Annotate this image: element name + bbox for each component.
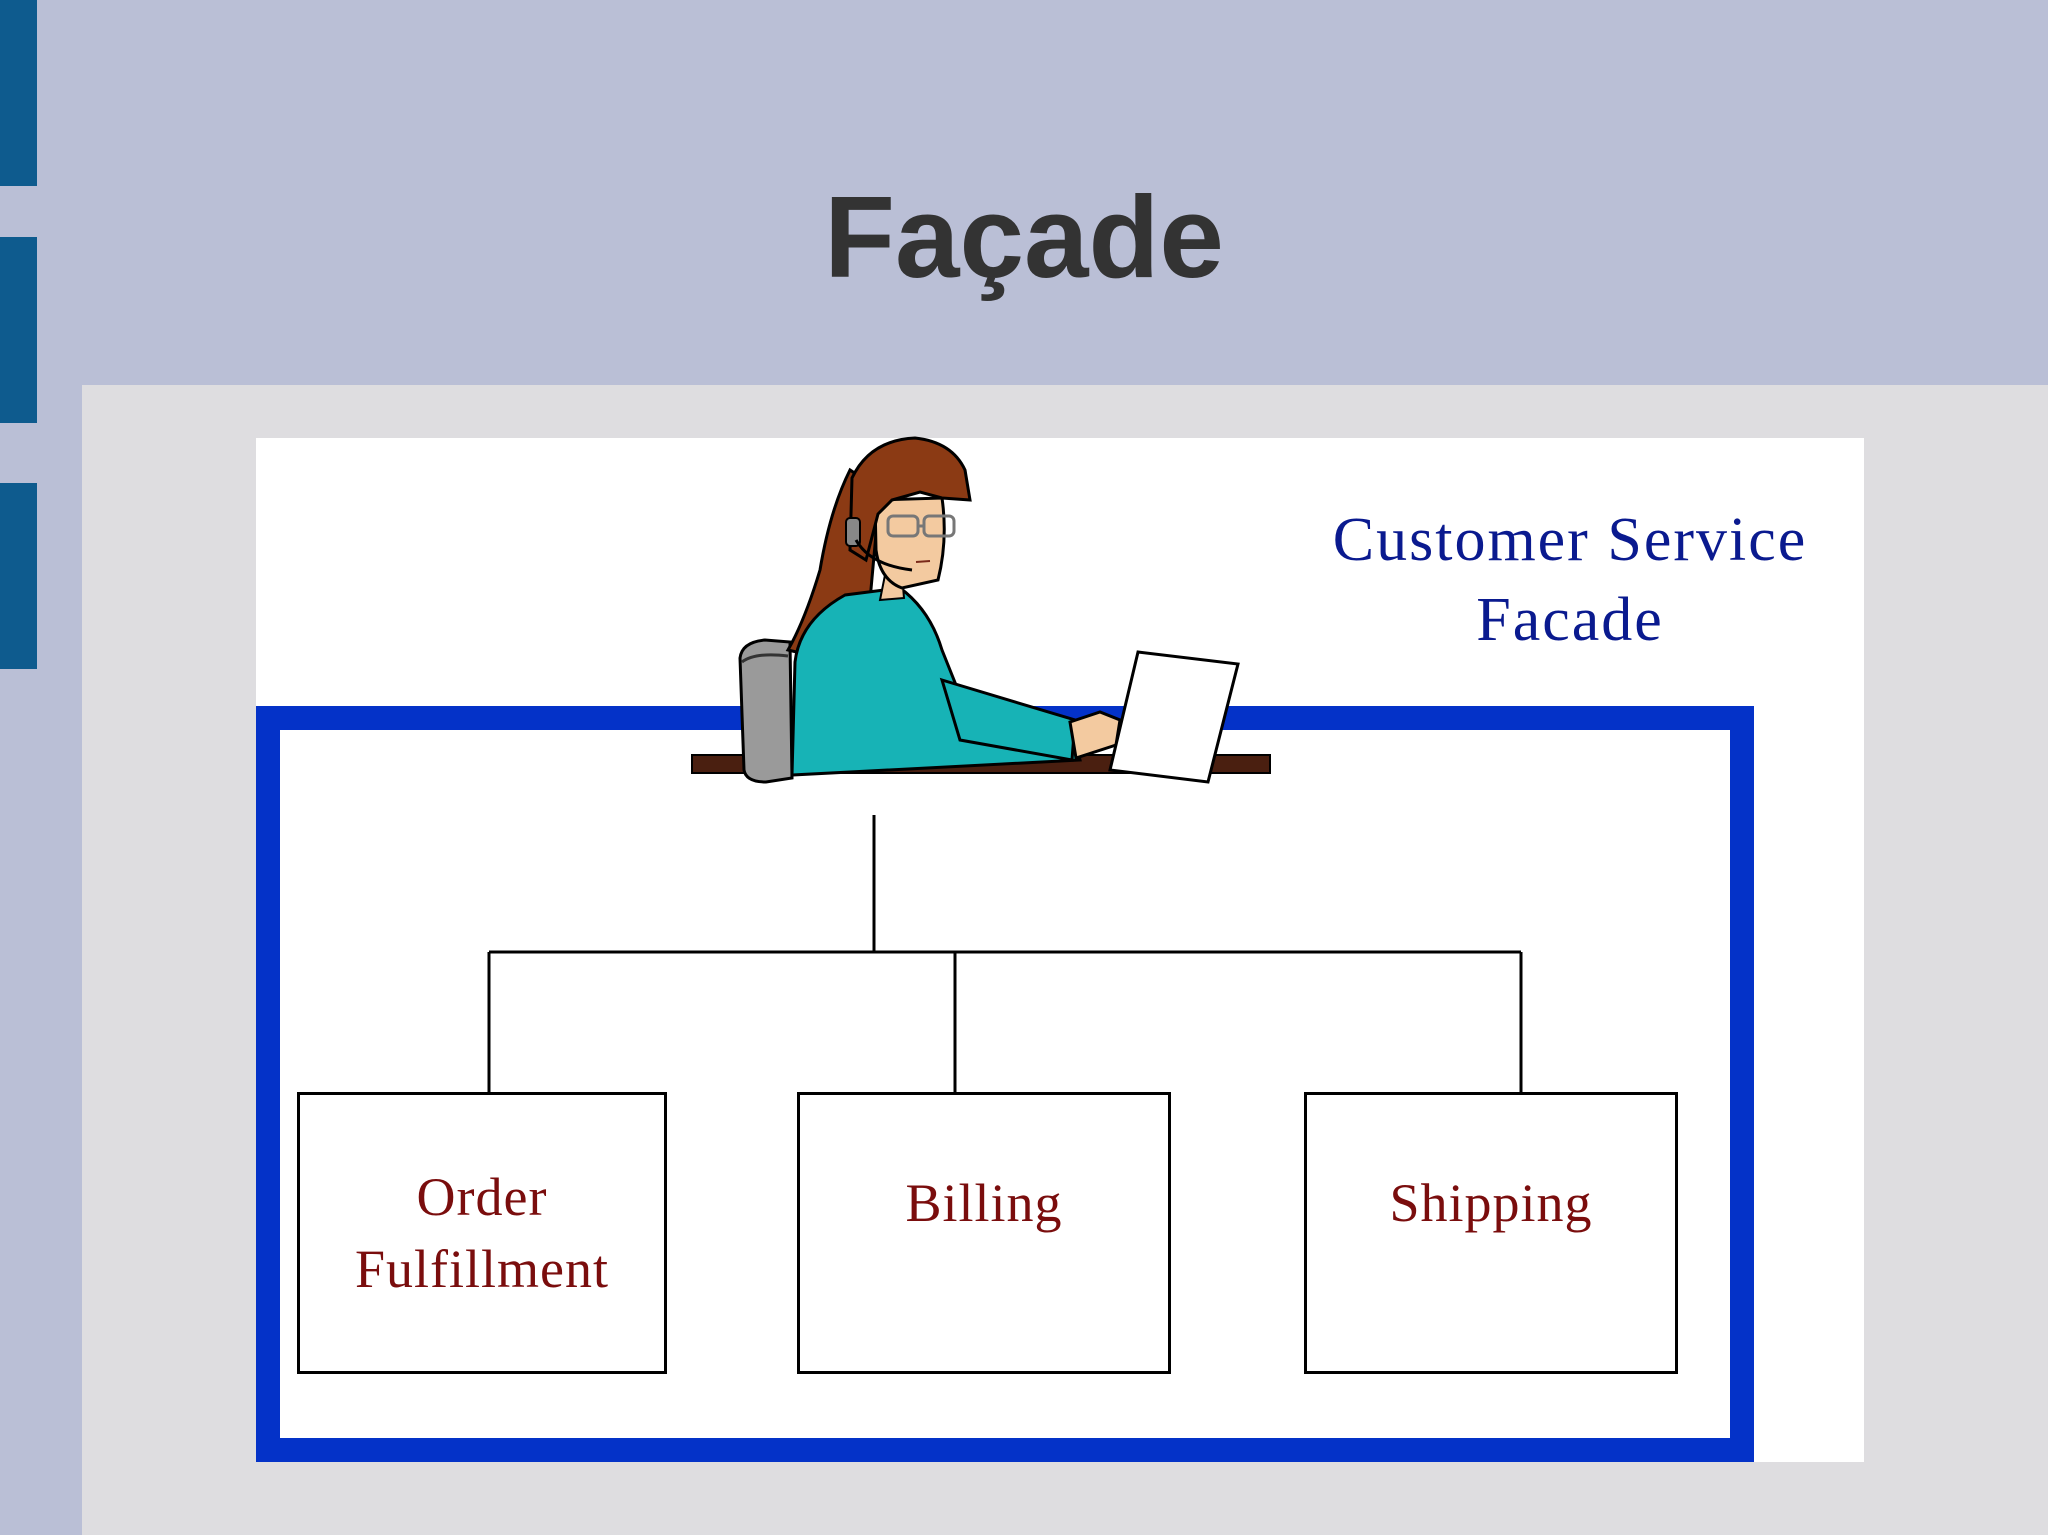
facade-label-line2: Facade	[1476, 586, 1664, 654]
subsystem-order-line2: Fulfillment	[355, 1239, 609, 1299]
subsystem-shipping-label: Shipping	[1389, 1173, 1593, 1233]
subsystem-billing-label: Billing	[905, 1173, 1063, 1233]
left-accent-bar-2	[0, 237, 37, 423]
subsystem-billing: Billing	[797, 1092, 1171, 1374]
subsystem-order-line1: Order	[416, 1167, 548, 1227]
slide-title: Façade	[824, 172, 1224, 302]
subsystem-order-fulfillment: Order Fulfillment	[297, 1092, 667, 1374]
facade-label-line1: Customer Service	[1332, 506, 1808, 574]
customer-service-agent-icon	[691, 436, 1271, 784]
left-accent-bar-1	[0, 0, 37, 186]
subsystem-shipping: Shipping	[1304, 1092, 1678, 1374]
facade-label: Customer Service Facade	[1270, 500, 1870, 660]
left-accent-bar-3	[0, 483, 37, 669]
